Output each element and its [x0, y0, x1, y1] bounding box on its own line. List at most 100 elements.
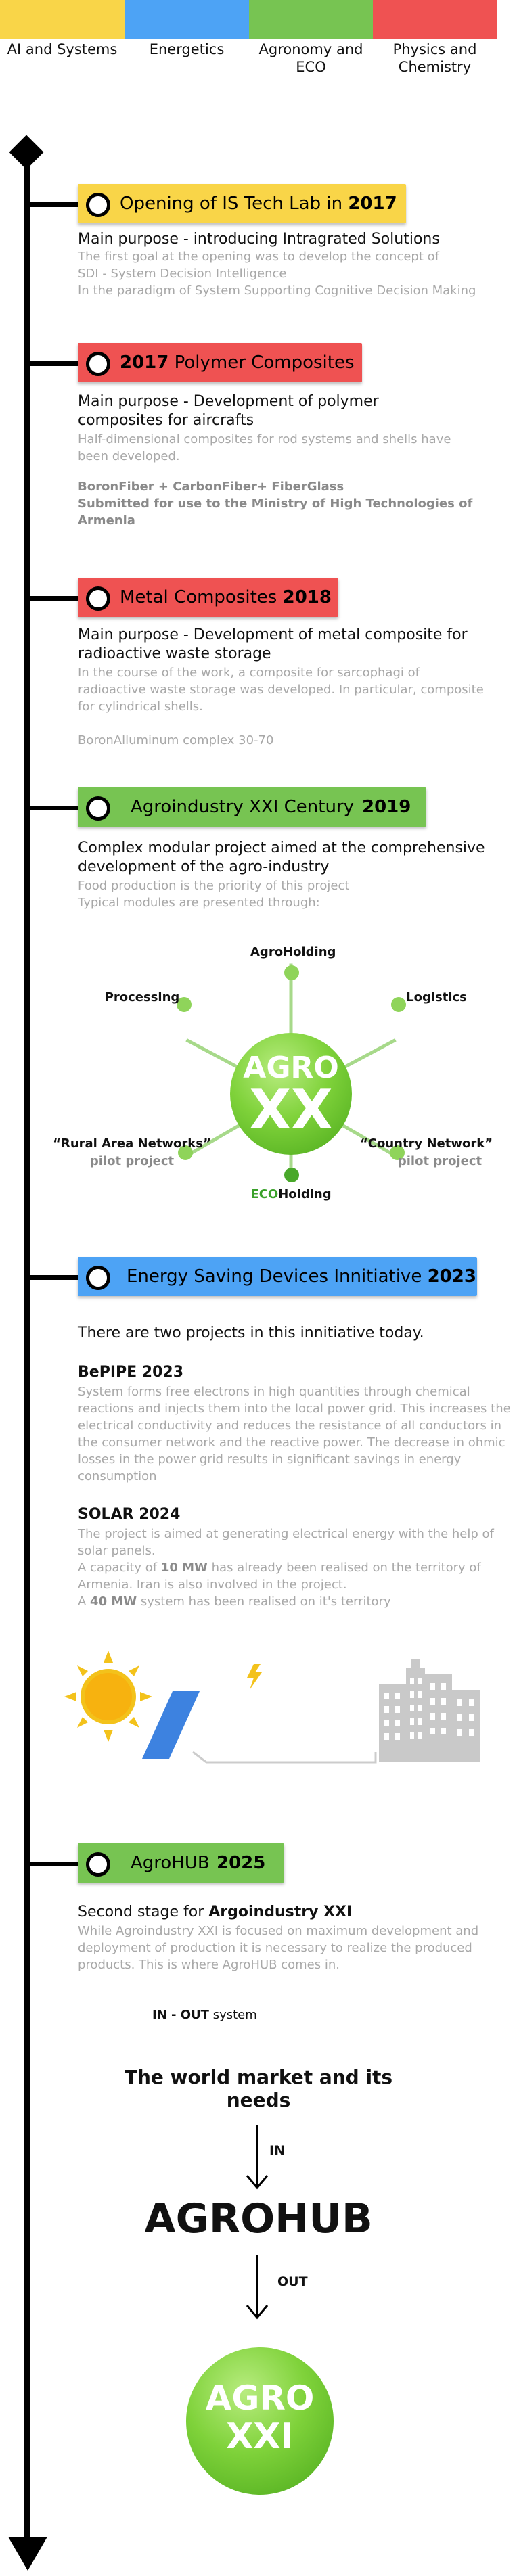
timeline-connector: [27, 1275, 95, 1280]
timeline-connector: [27, 361, 95, 366]
event-text-line: Armenia. Iran is also involved in the pr…: [78, 1578, 347, 1592]
event-heading: Complex modular project aimed at the com…: [78, 840, 485, 856]
tab-color-bar: [249, 0, 373, 39]
agro-xx-logo: AGRO XX: [230, 1033, 352, 1155]
tab-label: Agronomy and ECO: [258, 41, 363, 75]
project-title-solar: SOLAR 2024: [78, 1506, 181, 1523]
agro-xxi-logo: AGRO XXI: [186, 2347, 334, 2495]
tab-color-bar: [0, 0, 125, 39]
tab-label: Energetics: [149, 41, 225, 58]
diagram-label-ecoholding: ECOHolding: [250, 1187, 332, 1201]
tab-label: AI and Systems: [7, 41, 118, 58]
event-heading: composites for aircrafts: [78, 412, 254, 429]
flow-world-market-title: The world market and its needs: [123, 2066, 394, 2112]
tab-color-bar: [373, 0, 497, 39]
agro-logo-top: AGRO: [243, 1051, 339, 1085]
tab-color-bar: [125, 0, 249, 39]
solar-panel-icon: [142, 1691, 377, 1764]
event-heading: Main purpose - introducing Intragrated S…: [78, 231, 440, 248]
lightning-icon: [247, 1664, 262, 1690]
event-text-line: radioactive waste storage was developed.…: [78, 683, 484, 697]
timeline-connector: [27, 1862, 95, 1866]
timeline-node-icon: [86, 586, 110, 611]
event-text-line: A capacity of 10 MW has already been rea…: [78, 1561, 481, 1575]
event-heading: development of the agro-industry: [78, 858, 330, 875]
event-heading: There are two projects in this innitiati…: [78, 1325, 424, 1341]
diagram-sublabel-pilot: pilot project: [397, 1154, 482, 1168]
event-pill-label: Opening of IS Tech Lab in 2017: [120, 193, 397, 214]
tab-energetics[interactable]: Energetics: [125, 0, 249, 74]
event-text-line: In the paradigm of System Supporting Cog…: [78, 283, 476, 298]
timeline-node-icon: [86, 352, 110, 376]
sun-icon: [64, 1651, 152, 1742]
diagram-node-ecoholding: [284, 1168, 299, 1182]
event-text-line: Typical modules are presented through:: [78, 896, 320, 910]
event-text-bold: Submitted for use to the Ministry of Hig…: [78, 497, 473, 511]
agro-xxi-logo-bottom: XXI: [226, 2416, 294, 2457]
flow-world-market-line: needs: [226, 2089, 291, 2111]
agro-xxi-logo-top: AGRO: [205, 2378, 315, 2418]
event-pill-year: 2019: [362, 797, 411, 817]
solar-illustration: [64, 1651, 480, 1764]
category-tabs: AI and Systems Energetics Agronomy and E…: [0, 0, 497, 75]
timeline-line: [24, 149, 30, 2544]
agro-logo-bottom: XX: [249, 1078, 333, 1141]
flow-world-market-line: The world market and its: [124, 2066, 393, 2088]
event-pill-agrohub[interactable]: AgroHUB 2025: [78, 1843, 284, 1883]
event-text-line: In the course of the work, a composite f…: [78, 666, 420, 680]
event-pill-energy-saving[interactable]: Energy Saving Devices Innitiative 2023: [78, 1257, 477, 1296]
event-text-line: reactions and injects them into the loca…: [78, 1402, 511, 1416]
event-pill-metal-composites[interactable]: Metal Composites 2018: [78, 578, 338, 617]
event-text-line: products. This is where AgroHUB comes in…: [78, 1958, 340, 1972]
timeline-node-icon: [86, 1852, 110, 1877]
event-pill-label: 2017 Polymer Composites: [120, 352, 355, 373]
diagram-node-agroholding: [284, 965, 299, 980]
event-text-line: been developed.: [78, 449, 180, 463]
event-text-line: While Agroindustry XXI is focused on max…: [78, 1924, 479, 1938]
event-text-line: A 40 MW system has been realised on it's…: [78, 1594, 391, 1609]
system-type-label: IN - OUT system: [152, 2008, 257, 2022]
timeline-connector: [27, 596, 95, 601]
event-text-line: System forms free electrons in high quan…: [78, 1385, 470, 1399]
event-text-line: The first goal at the opening was to dev…: [78, 250, 439, 264]
event-pill-label: AgroHUB: [131, 1853, 210, 1873]
event-pill-agroindustry[interactable]: Agroindustry XXI Century 2019: [78, 787, 426, 827]
tab-physics-and-chemistry[interactable]: Physics and Chemistry: [373, 0, 497, 75]
event-text-line: the consumer network and the reactive po…: [78, 1435, 505, 1450]
diagram-node-logistics: [391, 997, 406, 1012]
event-text-line: BoronAlluminum complex 30-70: [78, 733, 274, 748]
event-text-line: Half-dimensional composites for rod syst…: [78, 432, 451, 446]
timeline-end-arrow-icon: [8, 2537, 47, 2571]
event-text-bold: BoronFiber + CarbonFiber+ FiberGlass: [78, 480, 344, 494]
event-heading: Second stage for Argoindustry XXI: [78, 1904, 353, 1920]
city-buildings-icon: [379, 1659, 480, 1762]
event-text-line: The project is aimed at generating elect…: [78, 1527, 494, 1541]
event-text-line: for cylindrical shells.: [78, 699, 203, 714]
diagram-sublabel-pilot: pilot project: [89, 1154, 175, 1168]
timeline-node-icon: [86, 193, 110, 217]
flow-arrow-out-icon: [246, 2255, 269, 2320]
event-pill-is-tech-lab[interactable]: Opening of IS Tech Lab in 2017: [78, 184, 406, 223]
event-text-line: Food production is the priority of this …: [78, 879, 350, 893]
tab-label: Physics and Chemistry: [392, 41, 477, 75]
diagram-node-processing: [177, 997, 192, 1012]
diagram-node-rural-networks: [178, 1145, 193, 1160]
flow-agrohub-title: AGROHUB: [144, 2195, 373, 2242]
event-pill-polymer-composites[interactable]: 2017 Polymer Composites: [78, 343, 362, 382]
event-heading: radioactive waste storage: [78, 645, 271, 662]
project-title-bepipe: BePIPE 2023: [78, 1364, 184, 1381]
event-text-line: solar panels.: [78, 1544, 156, 1558]
diagram-label-logistics: Logistics: [406, 990, 467, 1005]
event-heading: Main purpose - Development of polymer: [78, 393, 379, 410]
tab-ai-and-systems[interactable]: AI and Systems: [0, 0, 125, 74]
event-text-line: SDI - System Decision Intelligence: [78, 267, 287, 281]
flow-arrow-in-icon: [246, 2125, 269, 2190]
diagram-node-country-network: [390, 1145, 405, 1160]
tab-agronomy-and-eco[interactable]: Agronomy and ECO: [249, 0, 373, 75]
event-text-line: consumption: [78, 1469, 157, 1484]
timeline-node-icon: [86, 1266, 110, 1290]
event-text-bold: Armenia: [78, 513, 135, 528]
timeline-connector: [27, 202, 95, 207]
diagram-label-rural-networks: “Rural Area Networks”: [53, 1136, 211, 1151]
timeline-connector: [27, 806, 95, 810]
